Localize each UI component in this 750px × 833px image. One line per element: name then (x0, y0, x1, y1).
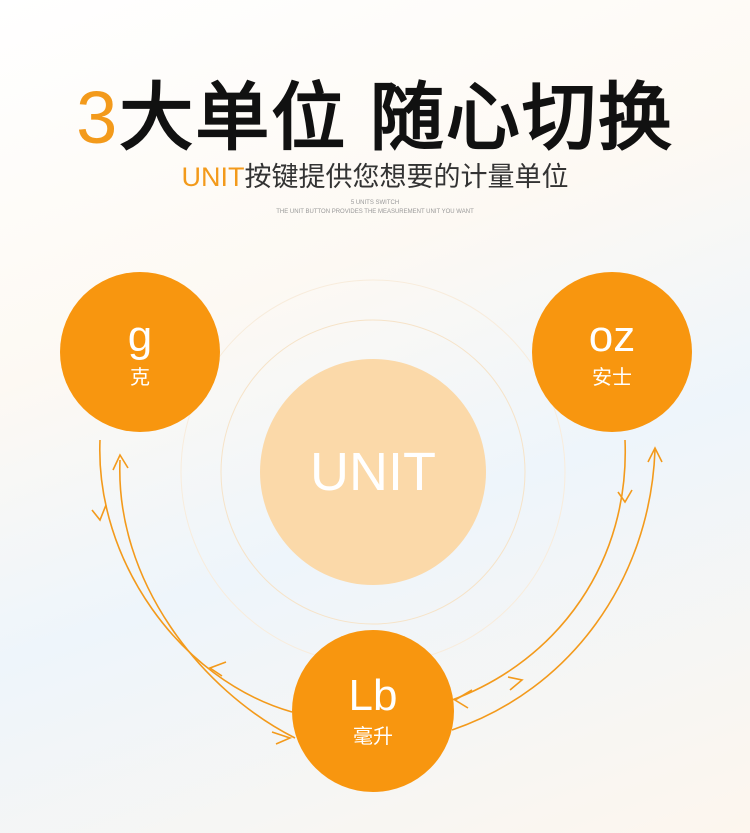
unit-name: 毫升 (353, 725, 393, 748)
english-line-1: 5 UNITS SWITCH (350, 200, 400, 206)
unit-lb: Lb 毫升 (292, 630, 454, 792)
title-number: 3 (76, 76, 120, 159)
subtitle-text: 按键提供您想要的计量单位 (244, 162, 569, 192)
unit-symbol: Lb (348, 670, 398, 720)
unit-symbol: g (127, 311, 153, 361)
page-title: 3大单位 随心切换 (0, 58, 750, 165)
subtitle-highlight: UNIT (181, 162, 245, 192)
english-line-2: THE UNIT BUTTON PROVIDES THE MEASUREMENT… (276, 209, 474, 215)
subtitle: UNIT按键提供您想要的计量单位 (0, 155, 750, 194)
title-text: 大单位 随心切换 (119, 76, 674, 159)
unit-name: 安士 (592, 366, 632, 389)
unit-center-circle: UNIT (260, 359, 486, 585)
unit-name: 克 (130, 366, 150, 389)
unit-oz: oz 安士 (532, 272, 692, 432)
unit-symbol: oz (588, 311, 636, 361)
